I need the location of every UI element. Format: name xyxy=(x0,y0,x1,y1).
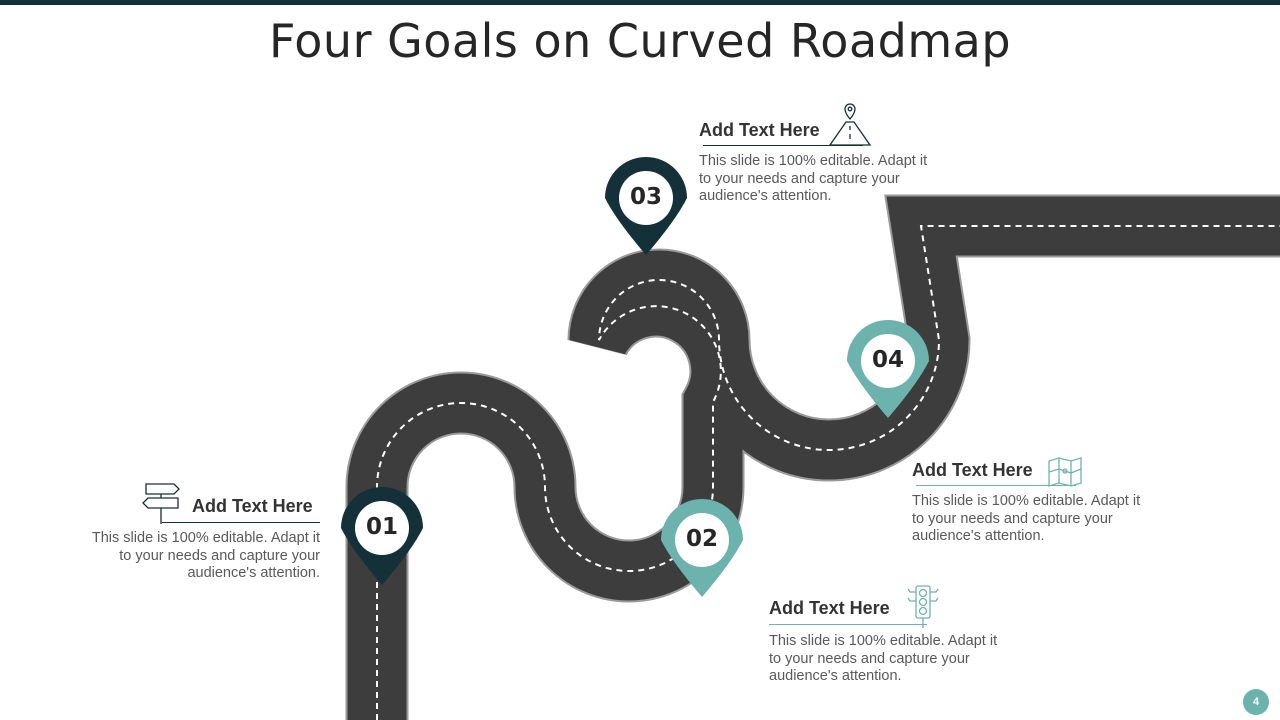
goal-01-underline xyxy=(162,522,320,523)
pin-03-marker xyxy=(605,156,687,255)
goal-02-heading: Add Text Here xyxy=(769,598,890,618)
goal-04-underline xyxy=(916,485,1076,486)
pin-04-label: 04 xyxy=(871,347,904,373)
map-icon xyxy=(1048,457,1082,487)
pin-01-label: 01 xyxy=(365,514,398,540)
goal-01-body: This slide is 100% editable. Adapt it to… xyxy=(91,530,320,581)
goal-02-underline xyxy=(769,624,927,625)
goal-04-body: This slide is 100% editable. Adapt it to… xyxy=(912,493,1141,544)
road-center-dashes xyxy=(376,225,1280,720)
slide-title: Four Goals on Curved Roadmap xyxy=(268,14,1012,68)
signpost-icon xyxy=(142,483,180,524)
pin-02-label: 02 xyxy=(685,526,718,552)
pin-02-marker xyxy=(661,498,743,597)
traffic-light-icon xyxy=(907,585,939,628)
goal-02-body: This slide is 100% editable. Adapt it to… xyxy=(769,633,998,684)
goal-03-heading: Add Text Here xyxy=(699,120,820,140)
pin-03-label: 03 xyxy=(629,184,662,210)
goal-03-underline xyxy=(703,145,863,146)
page-number-badge: 4 xyxy=(1243,689,1269,715)
pin-04-marker xyxy=(847,319,929,418)
pin-01-marker xyxy=(341,486,423,585)
road-location-icon xyxy=(828,103,872,146)
goal-01-heading: Add Text Here xyxy=(192,496,313,516)
goal-04-heading: Add Text Here xyxy=(912,460,1033,480)
top-accent-bar xyxy=(0,0,1280,5)
goal-03-body: This slide is 100% editable. Adapt it to… xyxy=(699,153,928,204)
